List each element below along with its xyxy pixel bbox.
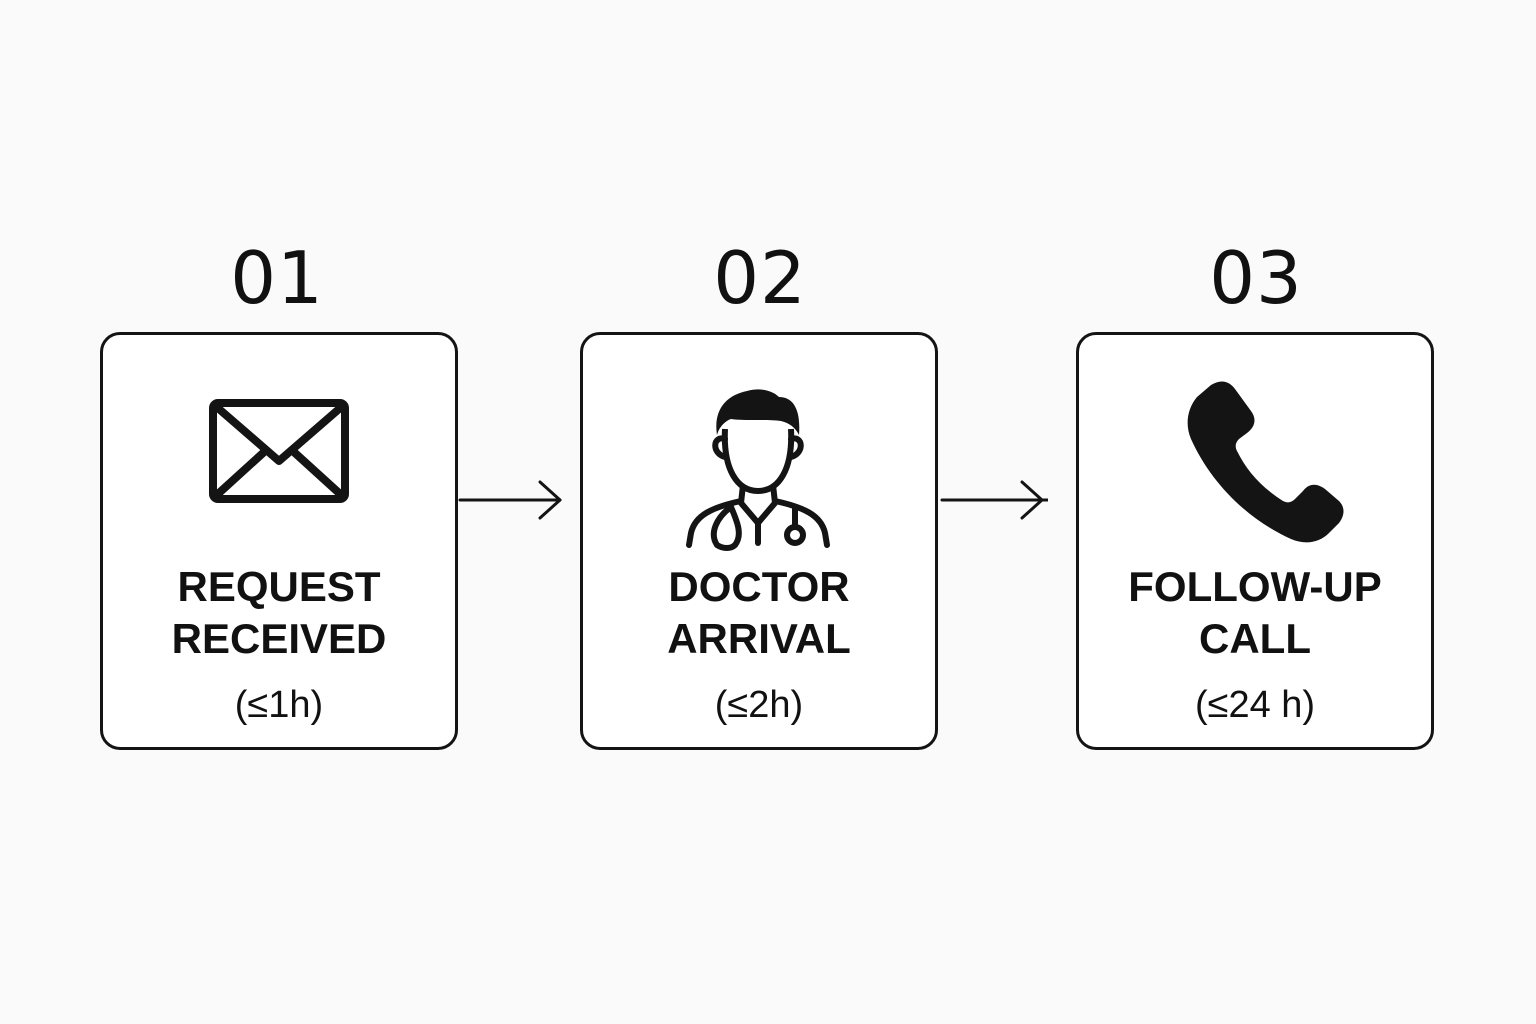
step-2-title-line-1: DOCTOR [668, 563, 850, 610]
step-3-number: 03 [1209, 236, 1303, 320]
step-3-title-line-1: FOLLOW-UP [1128, 563, 1382, 610]
step-1-number: 01 [230, 236, 324, 320]
step-3-title-line-2: CALL [1199, 615, 1311, 662]
step-2-title: DOCTOR ARRIVAL [583, 561, 935, 665]
step-1-title: REQUEST RECEIVED [103, 561, 455, 665]
doctor-icon [669, 373, 849, 553]
step-1-title-line-1: REQUEST [177, 563, 381, 610]
arrow-right-icon [940, 480, 1048, 520]
step-1-card: REQUEST RECEIVED (≤1h) [100, 332, 458, 750]
step-1-title-line-2: RECEIVED [171, 615, 387, 662]
step-3-card: FOLLOW-UP CALL (≤24 h) [1076, 332, 1434, 750]
envelope-icon [189, 373, 369, 553]
phone-icon [1165, 373, 1345, 553]
arrow-right-icon [458, 480, 566, 520]
step-1-duration: (≤1h) [234, 684, 324, 726]
step-3-title: FOLLOW-UP CALL [1079, 561, 1431, 665]
step-2-duration: (≤2h) [714, 684, 804, 726]
step-2-title-line-2: ARRIVAL [667, 615, 851, 662]
step-3-duration: (≤24 h) [1194, 684, 1316, 726]
step-2-number: 02 [713, 236, 807, 320]
step-2-card: DOCTOR ARRIVAL (≤2h) [580, 332, 938, 750]
